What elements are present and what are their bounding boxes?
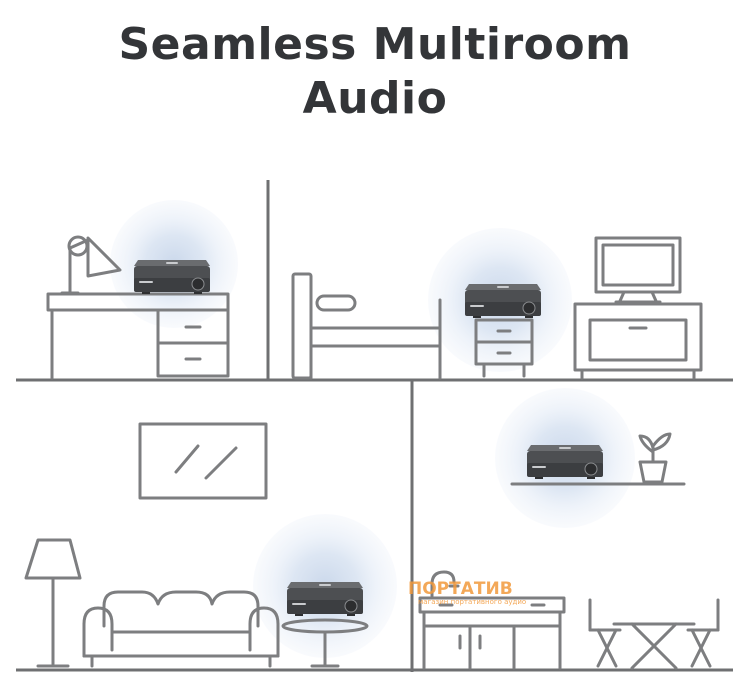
audio-streamer-device	[133, 259, 211, 295]
dining-table-icon	[612, 622, 696, 670]
desk-icon	[46, 292, 230, 380]
faucet-icon	[430, 570, 460, 598]
audio-streamer-device	[526, 444, 604, 480]
watermark-tagline: магазин портативного аудио	[418, 598, 526, 606]
floor-lamp-icon	[24, 538, 82, 668]
chair-icon	[686, 598, 720, 668]
plant-icon	[638, 432, 672, 484]
nightstand-icon	[474, 318, 534, 378]
headline-line-2: Audio	[302, 73, 448, 124]
watermark-brand: ПОРТАТИВ	[408, 579, 513, 599]
side-table-icon	[281, 618, 369, 668]
sofa-icon	[82, 590, 280, 668]
headline: Seamless Multiroom Audio	[0, 18, 750, 126]
chair-icon	[588, 598, 622, 668]
painting-icon	[138, 422, 268, 500]
kitchen-counter-icon	[418, 596, 566, 670]
bed-icon	[291, 272, 442, 380]
tv-stand-icon	[573, 302, 703, 380]
audio-streamer-device	[286, 581, 364, 617]
audio-streamer-device	[464, 283, 542, 319]
headline-line-1: Seamless Multiroom	[118, 19, 632, 70]
watermark: ПОРТАТИВ магазин портативного аудио	[408, 579, 526, 606]
tv-icon	[594, 236, 682, 304]
